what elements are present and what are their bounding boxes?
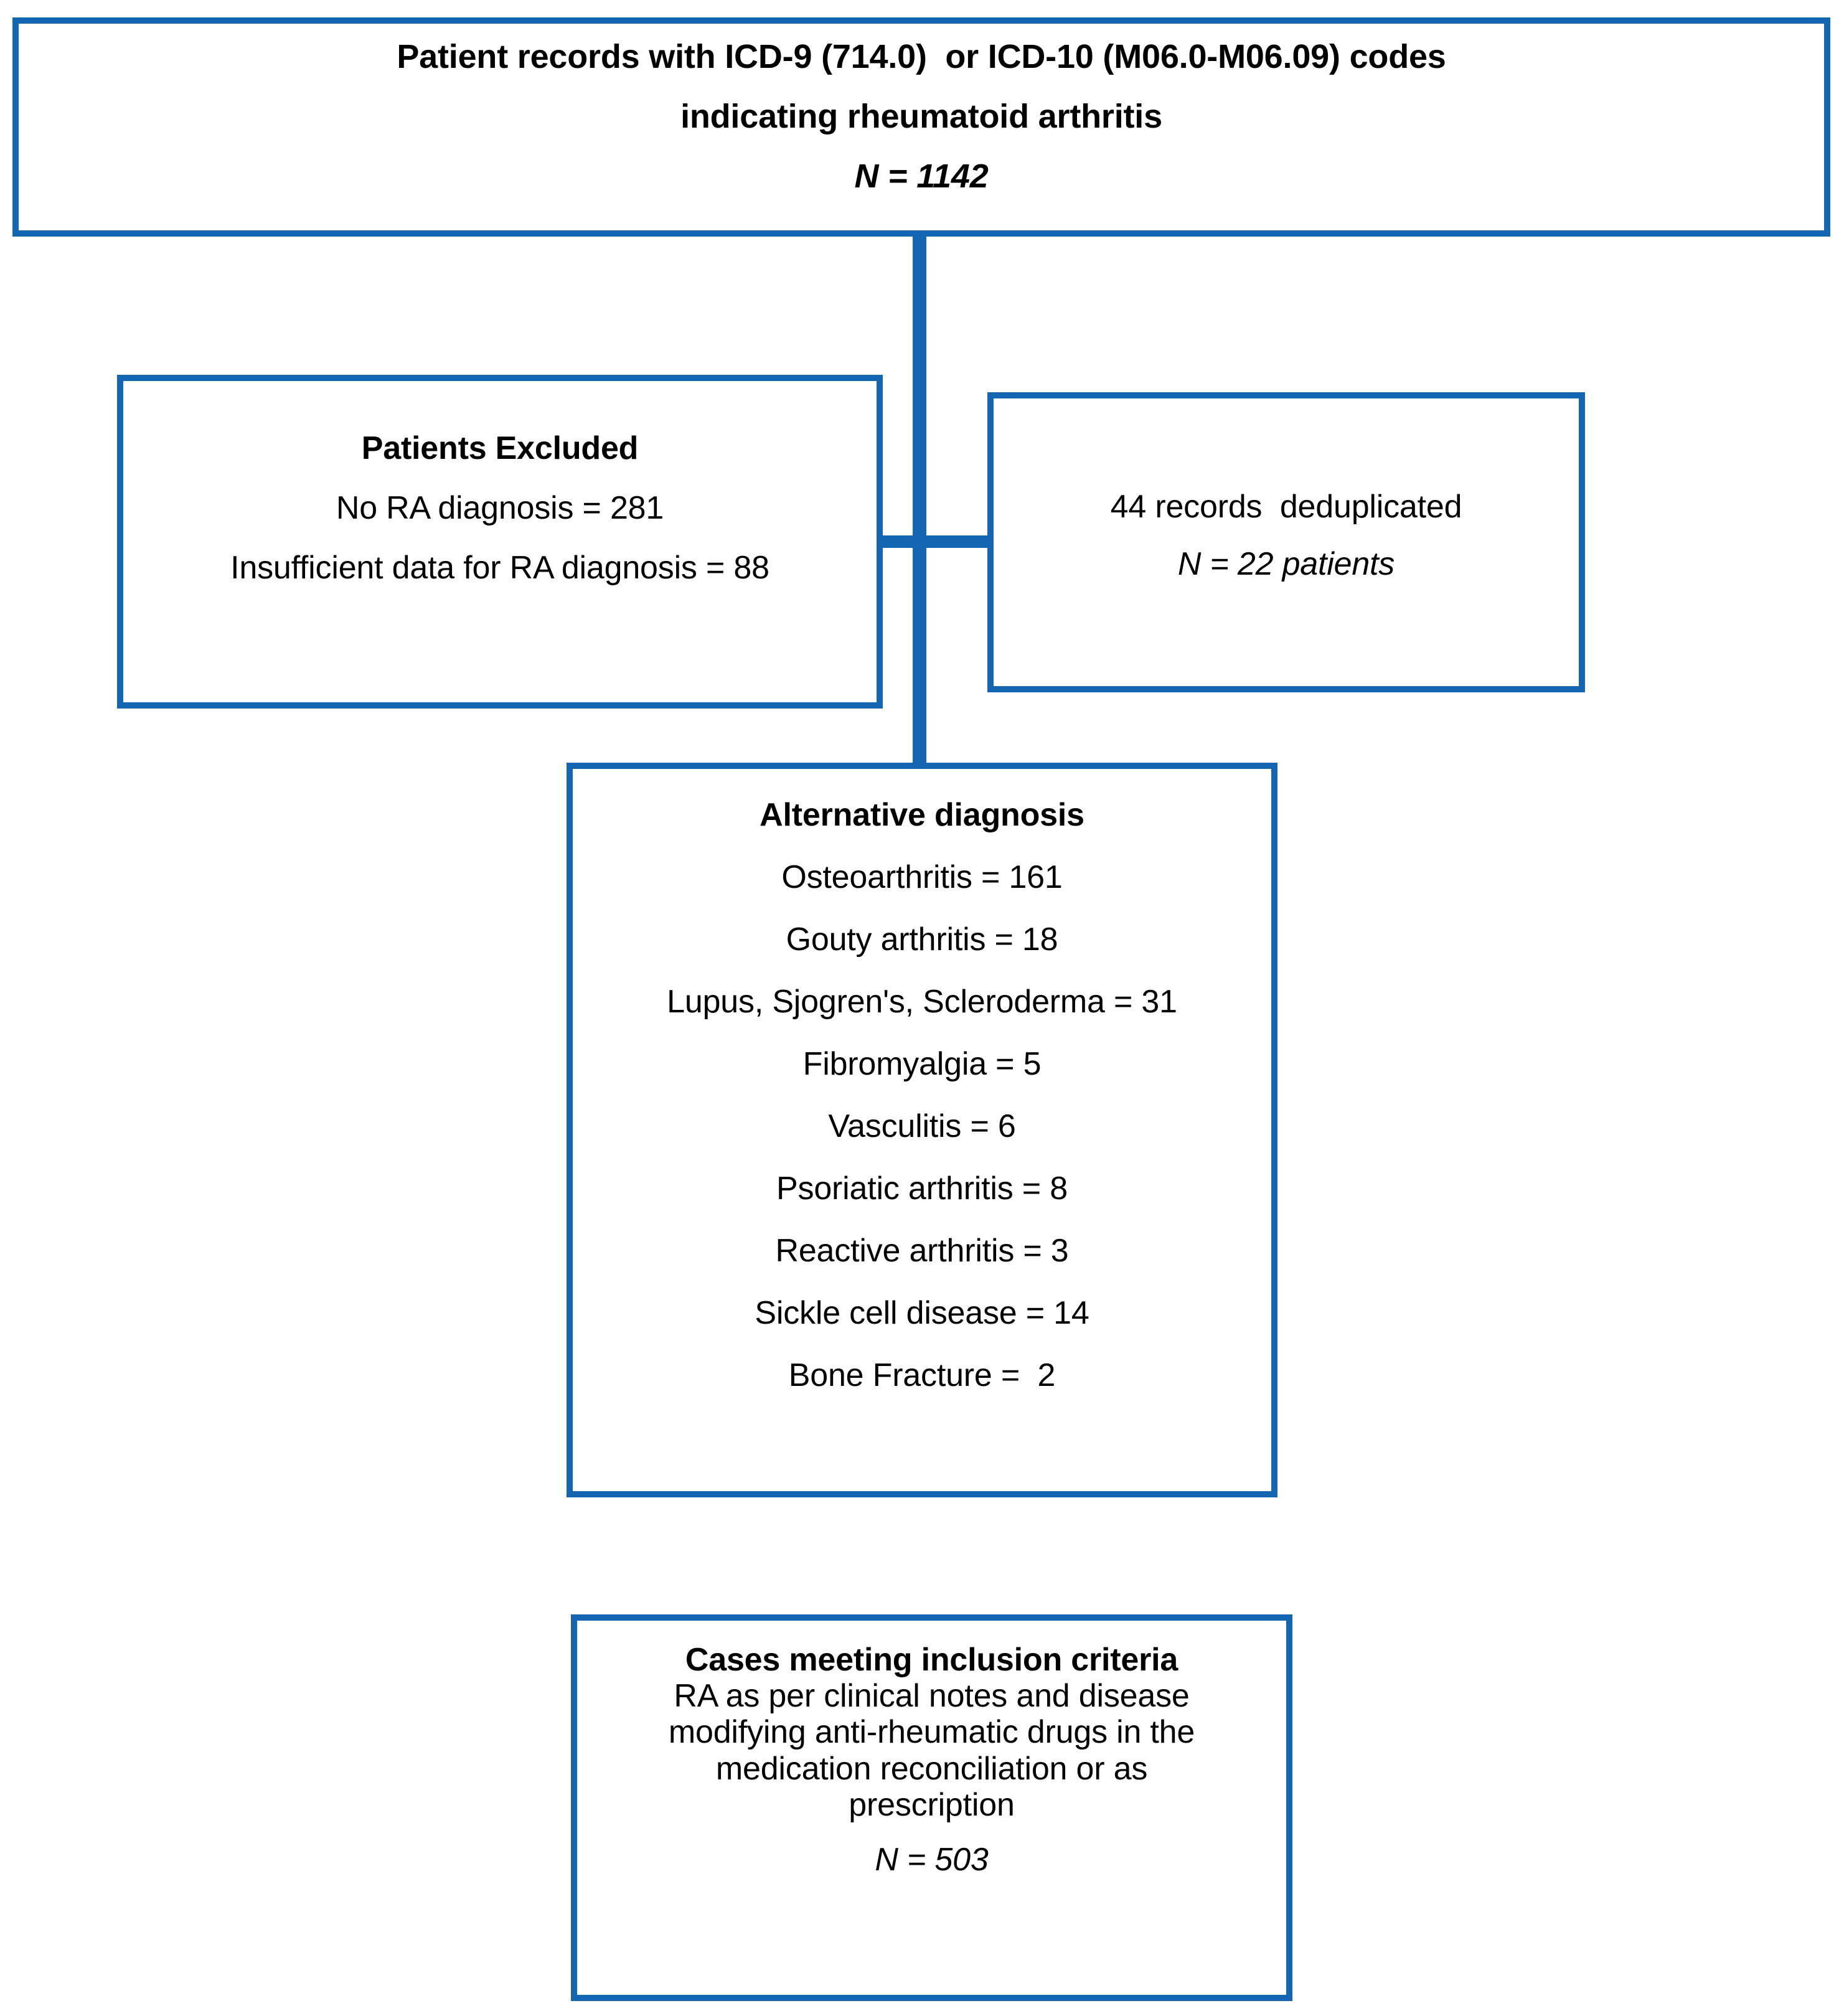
- patients-excluded-item-0: No RA diagnosis = 281: [336, 490, 664, 526]
- alternative-diagnosis-item-6: Reactive arthritis = 3: [775, 1233, 1069, 1269]
- source-records-count: N = 1142: [854, 158, 989, 195]
- included-cases-line1: RA as per clinical notes and disease: [674, 1678, 1190, 1715]
- included-cases-line3: medication reconciliation or as: [715, 1750, 1148, 1787]
- node-patients-excluded: Patients Excluded No RA diagnosis = 281 …: [117, 375, 883, 709]
- patients-excluded-title: Patients Excluded: [361, 430, 639, 466]
- source-records-line1: Patient records with ICD-9 (714.0) or IC…: [397, 38, 1446, 75]
- alternative-diagnosis-item-0: Osteoarthritis = 161: [781, 859, 1063, 895]
- alternative-diagnosis-title: Alternative diagnosis: [760, 797, 1084, 833]
- node-included-cases: Cases meeting inclusion criteria RA as p…: [571, 1614, 1292, 2001]
- included-cases-title: Cases meeting inclusion criteria: [685, 1642, 1178, 1678]
- node-source-records: Patient records with ICD-9 (714.0) or IC…: [12, 17, 1830, 237]
- alternative-diagnosis-item-4: Vasculitis = 6: [828, 1108, 1016, 1144]
- deduplicated-line1: 44 records deduplicated: [1110, 489, 1462, 525]
- source-records-line2: indicating rheumatoid arthritis: [680, 98, 1162, 135]
- node-alternative-diagnosis: Alternative diagnosis Osteoarthritis = 1…: [567, 763, 1277, 1497]
- alternative-diagnosis-item-3: Fibromyalgia = 5: [802, 1046, 1042, 1082]
- alternative-diagnosis-item-1: Gouty arthritis = 18: [786, 921, 1058, 958]
- deduplicated-count: N = 22 patients: [1177, 546, 1395, 582]
- alternative-diagnosis-item-8: Bone Fracture = 2: [788, 1357, 1056, 1393]
- node-deduplicated-records: 44 records deduplicated N = 22 patients: [987, 392, 1585, 692]
- alternative-diagnosis-item-5: Psoriatic arthritis = 8: [776, 1171, 1068, 1207]
- patients-excluded-item-1: Insufficient data for RA diagnosis = 88: [230, 550, 769, 586]
- included-cases-line2: modifying anti-rheumatic drugs in the: [668, 1714, 1195, 1751]
- connector-vertical-trunk: [913, 232, 926, 772]
- alternative-diagnosis-item-2: Lupus, Sjogren's, Scleroderma = 31: [667, 984, 1177, 1020]
- included-cases-count: N = 503: [875, 1842, 989, 1878]
- connector-horizontal-to-dedup: [913, 535, 994, 548]
- included-cases-line4: prescription: [849, 1786, 1015, 1823]
- alternative-diagnosis-item-7: Sickle cell disease = 14: [755, 1295, 1089, 1331]
